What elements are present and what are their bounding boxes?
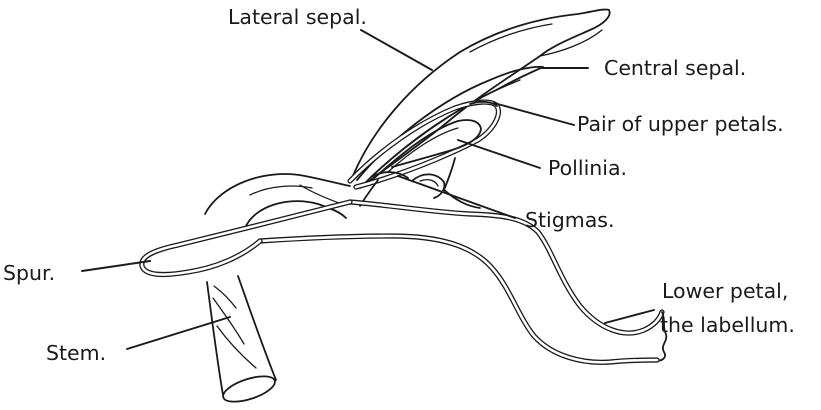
label-pollinia: Pollinia. (548, 156, 627, 180)
label-stigmas: Stigmas. (525, 208, 615, 232)
leader-lower-petal (605, 310, 654, 323)
stem-drawing (207, 276, 278, 407)
leader-upper-petals (494, 103, 574, 125)
leader-pollinia (458, 140, 540, 168)
central-sepal-drawing (357, 67, 543, 184)
leader-lateral-sepal (361, 30, 432, 70)
labels: Lateral sepal. Central sepal. Pair of up… (3, 5, 795, 365)
label-lateral-sepal: Lateral sepal. (228, 5, 367, 29)
label-lower-petal-line2: the labellum. (660, 313, 795, 337)
label-central-sepal: Central sepal. (604, 56, 746, 80)
label-stem: Stem. (46, 341, 106, 365)
leader-lines (82, 30, 654, 349)
label-spur: Spur. (3, 261, 55, 285)
label-upper-petals: Pair of upper petals. (577, 112, 784, 136)
label-lower-petal-line1: Lower petal, (662, 279, 788, 303)
